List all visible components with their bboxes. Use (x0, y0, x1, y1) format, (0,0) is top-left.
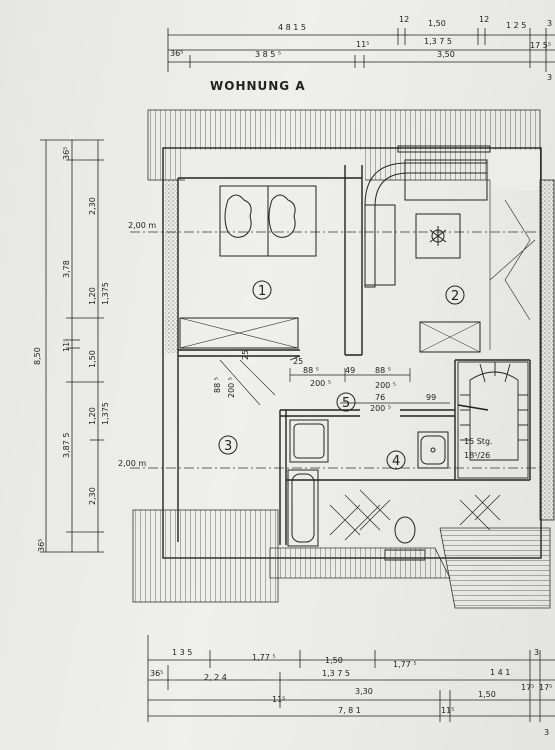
bottom-dim-135: 1 3 5 (172, 648, 192, 657)
dim-76: 76 (375, 393, 385, 402)
wall-fill-right (539, 179, 555, 521)
top-dim-1375: 1,3 7 5 (424, 37, 452, 46)
top-dim-3b: 3 (547, 73, 552, 82)
top-dim-150: 1,50 (428, 19, 446, 28)
left-dim-1375a: 1,375 (101, 282, 110, 305)
tile-pattern (329, 489, 501, 541)
left-dim-120a: 1,20 (88, 287, 97, 305)
stairs-ratio: 18⁵/26 (464, 451, 490, 460)
dim-25b: 25 (241, 350, 250, 360)
skylight-2 (489, 180, 536, 350)
left-dim-115: 11⁵ (62, 339, 71, 352)
room-3-number: 3 (224, 439, 232, 454)
plan-title: WOHNUNG A (210, 79, 306, 93)
bottom-dim-115b: 11⁵ (441, 706, 454, 715)
sink-room-4 (417, 431, 449, 469)
top-dim-385: 3 8 5 ⁵ (255, 50, 281, 59)
top-dimension-chain (167, 28, 555, 72)
bottom-dim-115a: 11⁵ (272, 695, 285, 704)
bathtub (287, 469, 319, 547)
staircase (457, 361, 529, 479)
dim-2005c: 200 ⁵ (370, 404, 391, 413)
bottom-dim-224: 2, 2 4 (204, 673, 227, 682)
bottom-dim-1375: 1,3 7 5 (322, 669, 350, 678)
bottom-dim-1775a: 1,77 ⁵ (252, 653, 276, 662)
dim-2005b: 200 ⁵ (375, 381, 396, 390)
wall-fill-left2 (165, 318, 177, 353)
skylight-3 (219, 359, 276, 406)
dim-885b: 88 ⁵ (375, 366, 391, 375)
top-dim-12a: 12 (399, 15, 409, 24)
room-2-number: 2 (451, 289, 459, 304)
level-mark-lower: 2,00 m (118, 459, 146, 468)
top-dim-3a: 3 (547, 19, 552, 28)
bottom-dim-175b: 17⁵ (539, 683, 552, 692)
wardrobe-1 (179, 317, 299, 349)
stairs-label: 15 Stg. (464, 437, 493, 446)
left-dim-850: 8,50 (33, 347, 42, 365)
left-dim-230a: 2,30 (88, 197, 97, 215)
left-dim-230b: 2,30 (88, 487, 97, 505)
bottom-dim-150a: 1,50 (325, 656, 343, 665)
roof-hatch-bottom-mid (269, 547, 451, 579)
top-dim-175: 17 5⁵ (530, 41, 551, 50)
level-mark-upper: 2,00 m (128, 221, 156, 230)
left-dim-365b: 36⁵ (37, 539, 46, 552)
bottom-dimension-chain (147, 635, 555, 722)
bottom-dim-175a: 17⁵ (521, 683, 534, 692)
top-dim-115: 11⁵ (356, 40, 369, 49)
room-5-number: 5 (342, 396, 350, 411)
dim-25a: 25 (293, 357, 303, 366)
wall-fill-left (165, 180, 177, 335)
table-with-plant (415, 213, 461, 259)
reference-lines (130, 231, 540, 469)
interior-dimension-lines (289, 355, 450, 404)
sideboard (419, 321, 481, 353)
top-dim-350: 3,50 (437, 50, 455, 59)
top-dim-125: 1 2 5 (506, 21, 526, 30)
roof-hatch-bottom-left (132, 509, 279, 603)
dim-2005d: 200 ⁵ (227, 377, 236, 398)
top-dim-total: 4 8 1 5 (278, 23, 306, 32)
washbasin (289, 419, 329, 463)
left-dim-150: 1,50 (88, 350, 97, 368)
room-1-number: 1 (258, 284, 266, 299)
left-dim-378: 3,78 (62, 260, 71, 278)
bottom-dim-781: 7, 8 1 (338, 706, 361, 715)
left-dimension-chain (40, 139, 104, 553)
left-dim-1375b: 1,375 (101, 402, 110, 425)
roof-hatch-bottom-right (439, 527, 551, 609)
bottom-dim-150b: 1,50 (478, 690, 496, 699)
top-dim-365: 36⁵ (170, 49, 183, 58)
bed (219, 185, 317, 257)
room-markers (218, 280, 465, 470)
dim-885a: 88 ⁵ (303, 366, 319, 375)
top-dim-12b: 12 (479, 15, 489, 24)
left-dim-120b: 1,20 (88, 407, 97, 425)
left-dim-365a: 36⁵ (62, 147, 71, 160)
bottom-dim-1775b: 1,77 ⁵ (393, 660, 417, 669)
dim-99: 99 (426, 393, 436, 402)
left-dim-3875: 3,87 5 (62, 433, 71, 458)
bottom-dim-141: 1 4 1 (490, 668, 510, 677)
bottom-dim-3b: 3 (544, 728, 549, 737)
bottom-dim-3a: 3 (534, 648, 539, 657)
dim-49: 49 (345, 366, 355, 375)
bottom-dim-330: 3,30 (355, 687, 373, 696)
bottom-dim-365: 36⁵ (150, 669, 163, 678)
sofa (364, 159, 488, 288)
dim-2005a: 200 ⁵ (310, 379, 331, 388)
dim-885c: 88 ⁵ (213, 377, 222, 393)
room-4-number: 4 (392, 454, 400, 469)
